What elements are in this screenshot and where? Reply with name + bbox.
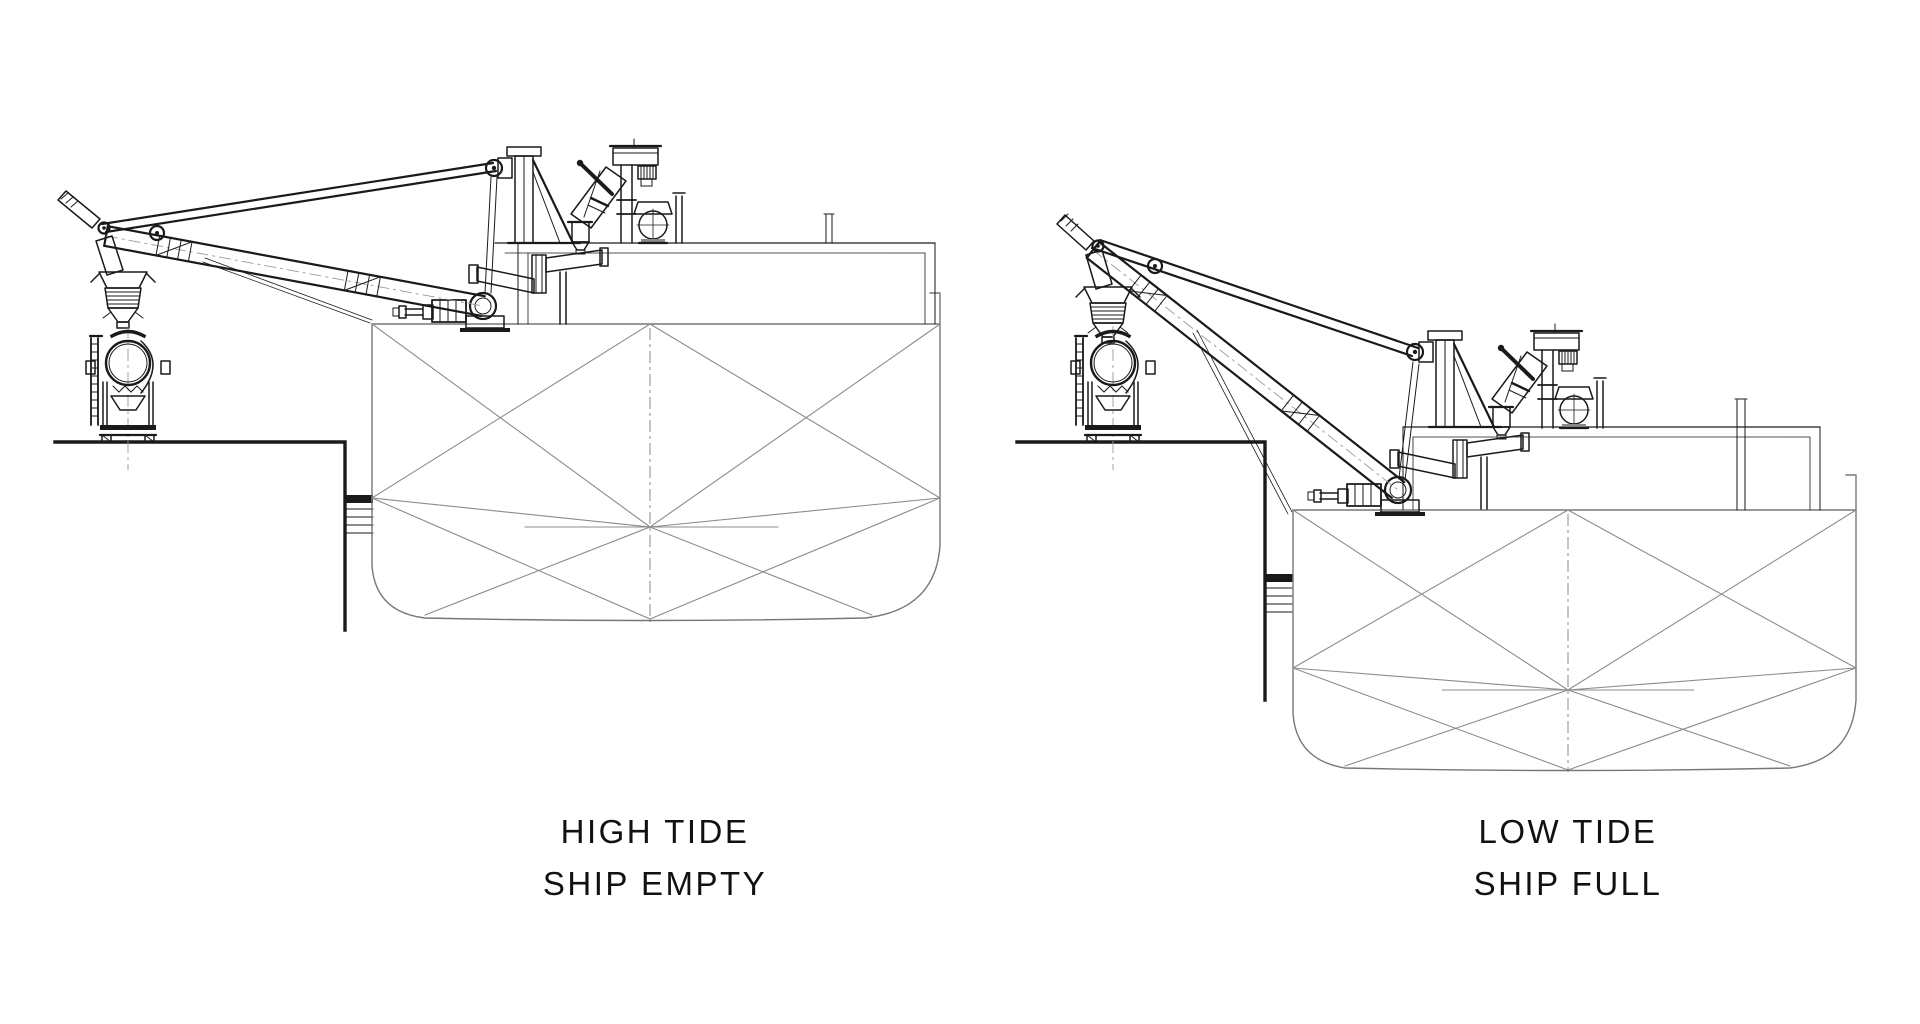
figure-low-tide bbox=[1015, 213, 1857, 772]
loader-boom-left bbox=[103, 225, 486, 317]
caption-high-tide-line1: HIGH TIDE bbox=[560, 813, 750, 850]
figure-high-tide bbox=[53, 137, 941, 632]
caption-high-tide-line2: SHIP EMPTY bbox=[542, 865, 768, 902]
boom-tip-left bbox=[57, 161, 498, 276]
luffing-rope-right bbox=[1398, 361, 1420, 481]
quay-low-tide bbox=[1015, 440, 1294, 702]
luffing-tower-right bbox=[1405, 329, 1503, 429]
quay-high-tide bbox=[53, 440, 374, 632]
luffing-rope-left bbox=[484, 176, 498, 294]
ship-hull-full bbox=[1292, 474, 1857, 772]
cable-left bbox=[202, 257, 373, 324]
loading-spout-right bbox=[1075, 286, 1141, 344]
hatch-coaming-right bbox=[1402, 398, 1821, 511]
ship-hull-empty bbox=[371, 292, 941, 622]
caption-low-tide: LOW TIDE SHIP FULL bbox=[1358, 806, 1778, 910]
boom-tip-right bbox=[1056, 213, 1420, 358]
caption-high-tide: HIGH TIDE SHIP EMPTY bbox=[445, 806, 865, 910]
quay-tank-machine-right bbox=[1069, 324, 1157, 472]
loading-spout-left bbox=[90, 271, 156, 329]
quay-tank-machine-left bbox=[84, 324, 172, 472]
loader-boom-right bbox=[1085, 241, 1406, 499]
cable-right bbox=[1192, 329, 1293, 515]
caption-low-tide-line1: LOW TIDE bbox=[1478, 813, 1658, 850]
hatch-coaming-left bbox=[494, 213, 936, 325]
caption-low-tide-line2: SHIP FULL bbox=[1473, 865, 1663, 902]
slew-pivot-left bbox=[391, 291, 512, 334]
luffing-tower-left bbox=[484, 145, 582, 245]
